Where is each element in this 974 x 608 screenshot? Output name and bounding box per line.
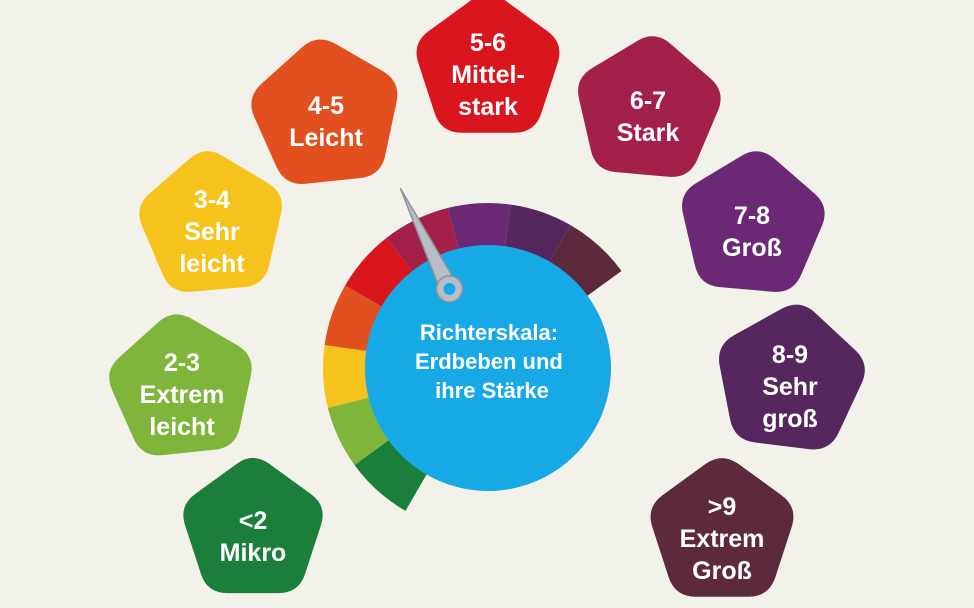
category-label-line: Extrem [680, 525, 765, 553]
pentagon-shape [719, 304, 865, 450]
category-label-line: 6-7 [630, 87, 666, 115]
category-label-line: Groß [692, 557, 752, 585]
category-label-line: Groß [722, 234, 782, 262]
category-label-line: 2-3 [164, 349, 200, 377]
category-label-line: leicht [149, 413, 215, 441]
category-label-line: 3-4 [194, 186, 230, 214]
pentagon-shape [682, 151, 825, 292]
pentagon-shape [416, 0, 560, 133]
category-label-line: 4-5 [308, 92, 344, 120]
pentagon-shape [251, 39, 398, 185]
category-label-line: Sehr [184, 218, 240, 246]
gauge-segment-extrem-gross [547, 225, 622, 299]
pentagon-shape [650, 458, 794, 597]
needle-hole [443, 282, 456, 295]
category-label-line: leicht [179, 250, 245, 278]
gauge-segment-gross [448, 203, 511, 254]
category-label-line: Sehr [762, 373, 818, 401]
category-label-line: Extrem [140, 381, 225, 409]
gauge-needle-icon [399, 187, 464, 303]
category-label-line: 7-8 [734, 202, 770, 230]
pentagon-shape [139, 151, 282, 292]
category-label-line: Stark [617, 119, 680, 147]
center-title: Richterskala: Erdbeben und ihre Stärke [415, 320, 569, 403]
category-label-line: Mikro [220, 539, 287, 567]
category-label-line: 8-9 [772, 341, 808, 369]
category-label-line: <2 [239, 507, 268, 535]
category-label-line: groß [762, 405, 818, 433]
category-label-line: 5-6 [470, 29, 506, 57]
pentagon-shape [183, 457, 323, 594]
category-label-line: stark [458, 93, 518, 121]
center-title-line: Richterskala: [420, 320, 558, 345]
center-title-line: ihre Stärke [435, 378, 549, 403]
gauge-segment-mikro [354, 437, 429, 511]
center-title-line: Erdbeben und [415, 349, 563, 374]
category-label-line: Mittel- [451, 61, 525, 89]
pentagon-shape [578, 36, 721, 177]
gauge-segment-sehr-leicht [323, 345, 374, 408]
pentagon-shape [109, 314, 252, 456]
category-label-line: >9 [708, 493, 737, 521]
center-circle [365, 245, 611, 491]
category-label-line: Leicht [289, 124, 363, 152]
